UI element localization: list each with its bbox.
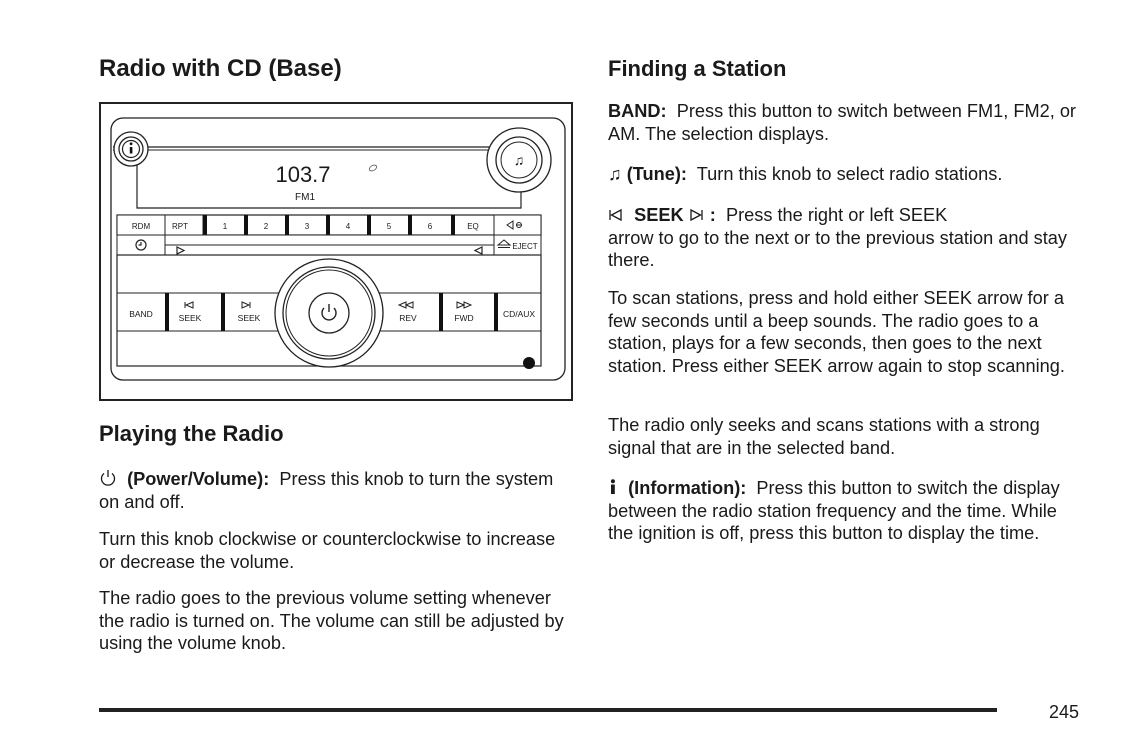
cd-slot-upper [164,234,495,246]
seek-forward-icon [241,301,251,309]
eject-icon [496,239,512,248]
tune-knob[interactable]: ♫ [486,127,552,193]
svg-text:1: 1 [223,222,228,231]
info-icon [608,477,618,500]
rewind-icon [397,301,414,309]
load-arrow-icon [473,246,483,255]
scan-text: To scan stations, press and hold either … [608,288,1065,376]
footer-rule [99,708,997,712]
cd-slot [164,244,495,256]
seek-text-line1: Press the right or left SEEK [725,205,948,225]
svg-text:FWD: FWD [454,313,473,323]
radio-illustration: 103.7 FM1 ♫ RDM RPT [99,102,573,401]
band-paragraph: BAND: Press this button to switch betwee… [608,100,1088,145]
svg-text:6: 6 [428,222,433,231]
svg-text:EQ: EQ [467,222,479,231]
scan-paragraph: To scan stations, press and hold either … [608,287,1078,377]
preset-button-2[interactable]: 2 [244,215,269,235]
seek-text-rest: arrow to go to the next or to the previo… [608,227,1067,271]
speaker-adjust-icon [506,220,522,230]
button-audio[interactable] [493,214,542,236]
page-number: 245 [1049,702,1080,722]
info-knob[interactable] [113,131,149,167]
seek-back-icon [608,204,624,227]
stereo-indicator-icon [368,164,378,172]
band-text: Press this button to switch between FM1,… [608,101,1076,144]
power-icon [99,468,117,491]
section-title-finding-a-station: Finding a Station [608,56,787,81]
seek-label: SEEK [634,205,684,225]
svg-text:SEEK: SEEK [179,313,202,323]
tune-label: (Tune): [626,164,687,184]
volume-text: Turn this knob clockwise or counterclock… [99,529,556,572]
button-rpt[interactable]: RPT [164,214,204,236]
power-icon [321,304,337,321]
tune-paragraph: ♫ (Tune): Turn this knob to select radio… [608,163,1088,186]
svg-text:RDM: RDM [132,222,151,231]
power-volume-paragraph: (Power/Volume): Press this knob to turn … [99,468,569,513]
svg-text:CD/AUX: CD/AUX [503,309,535,319]
seek-colon: : [709,205,716,225]
music-note-icon: ♫ [514,152,525,168]
fast-forward-icon [456,301,473,309]
previous-volume-text: The radio goes to the previous volume se… [99,588,564,653]
button-seek-forward[interactable]: SEEK [238,301,261,323]
information-label: (Information): [628,478,747,498]
signal-paragraph: The radio only seeks and scans stations … [608,414,1063,459]
svg-text:REV: REV [399,313,417,323]
button-eject[interactable]: EJECT [493,234,542,256]
previous-volume-paragraph: The radio goes to the previous volume se… [99,587,569,655]
section-title-playing-the-radio: Playing the Radio [99,421,284,446]
preset-button-4[interactable]: 4 [326,215,351,235]
button-eq[interactable]: EQ [451,215,479,235]
tune-text: Turn this knob to select radio stations. [696,164,1003,184]
clock-icon [135,239,147,251]
svg-text:2: 2 [264,222,269,231]
section-title-radio-with-cd: Radio with CD (Base) [99,55,342,82]
volume-paragraph: Turn this knob clockwise or counterclock… [99,528,559,573]
svg-text:RPT: RPT [172,222,188,231]
svg-text:SEEK: SEEK [238,313,261,323]
svg-text:3: 3 [305,222,310,231]
band-label: BAND: [608,101,667,121]
button-cd-aux[interactable]: CD/AUX [503,309,535,319]
seek-forward-icon [689,204,705,227]
power-volume-label: (Power/Volume): [127,469,270,489]
button-rdm[interactable]: RDM [116,214,166,236]
svg-text:EJECT: EJECT [512,242,537,251]
power-volume-knob[interactable] [274,258,384,368]
information-text: Press this button to switch the display … [608,478,1060,543]
button-fwd[interactable]: FWD [454,293,498,331]
information-paragraph: (Information): Press this button to swit… [608,477,1086,545]
svg-text:5: 5 [387,222,392,231]
button-seek-back[interactable]: SEEK [179,293,225,331]
display-window [136,159,522,209]
load-arrow-icon [176,246,186,255]
svg-text:BAND: BAND [129,309,153,319]
power-volume-text: Press this knob to turn the system on an… [99,469,554,512]
signal-text: The radio only seeks and scans stations … [608,415,1040,458]
preset-button-5[interactable]: 5 [367,215,392,235]
svg-text:4: 4 [346,222,351,231]
button-clock[interactable] [116,234,166,256]
button-band[interactable]: BAND [129,293,169,331]
seek-back-icon [184,301,194,309]
preset-button-1[interactable]: 1 [203,215,228,235]
display-band: FM1 [295,192,315,203]
info-icon [129,142,133,154]
display-frequency: 103.7 [275,162,330,187]
button-rev[interactable]: REV [397,293,443,331]
aux-input-jack [523,357,535,369]
music-note-icon: ♫ [608,164,622,184]
seek-paragraph: SEEK : Press the right or left SEEK arro… [608,204,1068,272]
preset-button-6[interactable]: 6 [408,215,433,235]
preset-button-3[interactable]: 3 [285,215,310,235]
